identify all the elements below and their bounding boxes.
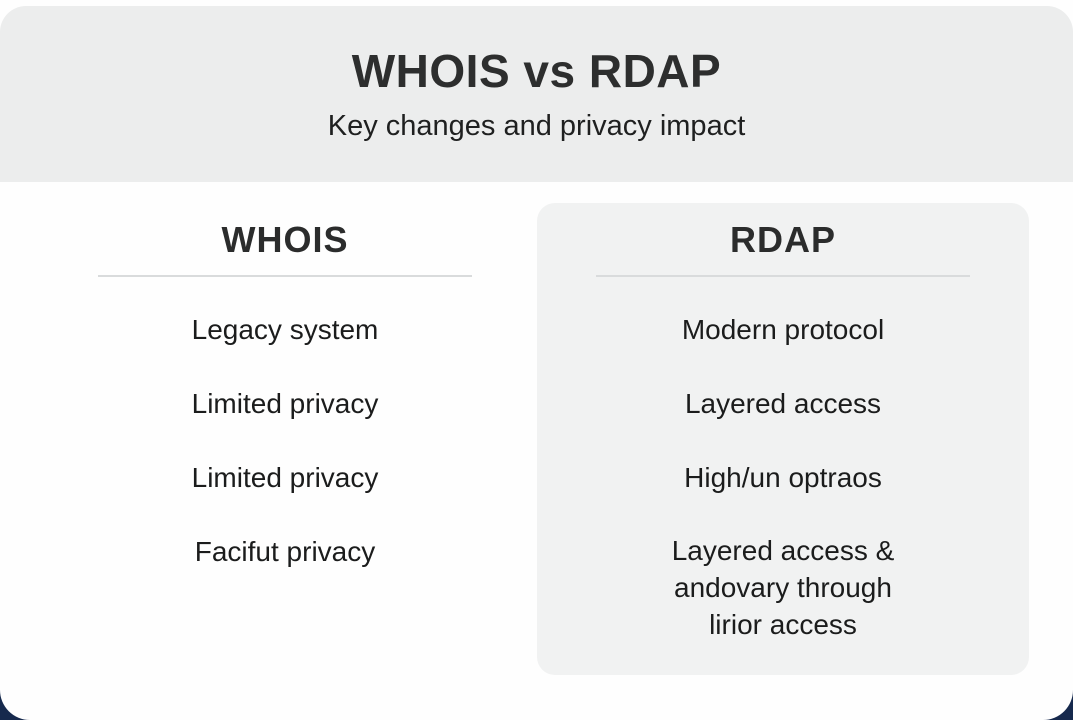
whois-column: WHOIS Legacy system Limited privacy Limi… <box>39 203 531 589</box>
rdap-row-4: Layered access & andovary through lirior… <box>671 535 895 640</box>
whois-row-2: Limited privacy <box>191 388 379 419</box>
whois-divider <box>98 275 472 277</box>
rdap-column: RDAP Modern protocol Layered access High… <box>537 203 1029 675</box>
whois-rows: Legacy system Limited privacy Limited pr… <box>39 277 531 589</box>
rdap-rows: Modern protocol Layered access High/un o… <box>537 277 1029 643</box>
whois-heading: WHOIS <box>221 219 349 260</box>
rdap-row-2: Layered access <box>684 388 882 419</box>
whois-row-1: Legacy system <box>191 314 379 345</box>
rdap-row-1: Modern protocol <box>681 314 885 345</box>
rdap-heading: RDAP <box>729 219 836 260</box>
whois-row-3: Limited privacy <box>191 462 379 493</box>
rdap-row-3: High/un optraos <box>684 462 882 493</box>
whois-row-4: Facifut privacy <box>194 536 376 567</box>
header-band: WHOIS vs RDAP Key changes and privacy im… <box>0 6 1073 182</box>
rdap-divider <box>596 275 970 277</box>
page-title: WHOIS vs RDAP <box>351 45 722 97</box>
page-subtitle: Key changes and privacy impact <box>327 110 746 142</box>
